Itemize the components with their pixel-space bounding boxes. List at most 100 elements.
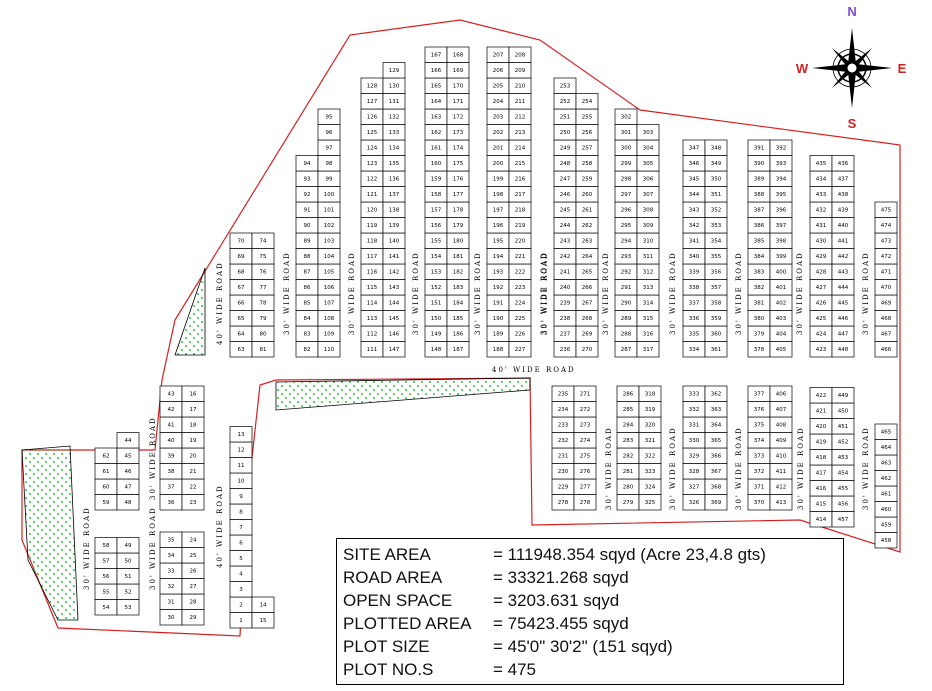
plot-number: 430: [816, 238, 827, 244]
plot-number: 378: [754, 347, 765, 353]
summary-row: PLOT NO.S= 475: [343, 658, 837, 681]
plot-number: 44: [125, 438, 132, 444]
plot-number: 448: [838, 347, 849, 353]
plot-number: 104: [324, 254, 335, 260]
plot-cell[interactable]: [446, 46, 470, 63]
plot-number: 168: [453, 52, 464, 58]
plot-cell[interactable]: [704, 385, 728, 402]
plot-number: 363: [711, 407, 722, 413]
plot-cell[interactable]: [874, 423, 898, 440]
plot-number: 125: [367, 130, 378, 136]
plot-number: 103: [324, 238, 335, 244]
plot-cell[interactable]: [874, 201, 898, 218]
plot-number: 310: [643, 238, 654, 244]
plot-cell[interactable]: [116, 432, 140, 449]
plot-number: 270: [582, 347, 593, 353]
plot-cell[interactable]: [553, 77, 577, 94]
plot-cell[interactable]: [317, 108, 341, 125]
plot-number: 227: [515, 347, 526, 353]
plot-number: 470: [881, 285, 892, 291]
plot-cell[interactable]: [636, 124, 660, 141]
plot-number: 468: [881, 316, 892, 322]
plot-number: 409: [776, 438, 787, 444]
plot-cell[interactable]: [251, 232, 275, 249]
plot-number: 175: [453, 161, 464, 167]
north-label: N: [847, 4, 856, 19]
plot-number: 368: [711, 484, 722, 490]
plot-number: 275: [580, 453, 591, 459]
summary-value: = 33321.268 sqyd: [493, 567, 629, 587]
plot-cell[interactable]: [769, 385, 793, 402]
plot-number: 238: [560, 316, 571, 322]
plot-number: 370: [754, 500, 765, 506]
plot-number: 290: [621, 300, 632, 306]
plot-number: 223: [515, 285, 526, 291]
plot-number: 153: [431, 269, 442, 275]
plot-number: 249: [560, 145, 571, 151]
plot-cell[interactable]: [116, 537, 140, 554]
plot-cell[interactable]: [769, 139, 793, 156]
plot-number: 427: [816, 285, 827, 291]
plot-cell[interactable]: [508, 46, 532, 63]
plot-number: 260: [582, 192, 593, 198]
plot-number: 162: [431, 130, 442, 136]
plot-number: 28: [190, 599, 197, 605]
plot-number: 284: [623, 422, 634, 428]
road-label-30: 30' WIDE ROAD: [541, 251, 549, 335]
plot-number: 299: [621, 161, 632, 167]
plot-cell[interactable]: [229, 426, 253, 443]
plot-cell[interactable]: [251, 596, 275, 613]
plot-cell[interactable]: [573, 385, 597, 402]
plot-number: 361: [711, 347, 722, 353]
plot-number: 464: [881, 445, 892, 451]
plot-number: 25: [190, 553, 197, 559]
plot-number: 225: [515, 316, 526, 322]
plot-number: 411: [776, 469, 787, 475]
plot-number: 351: [711, 192, 722, 198]
plot-number: 454: [838, 470, 849, 476]
plot-cell[interactable]: [614, 108, 638, 125]
plot-number: 29: [190, 615, 197, 621]
summary-value: = 75423.455 sqyd: [493, 613, 629, 633]
plot-number: 301: [621, 130, 632, 136]
plot-number: 254: [582, 99, 593, 105]
plot-number: 282: [623, 453, 634, 459]
plot-number: 372: [754, 469, 765, 475]
plot-cell[interactable]: [575, 93, 599, 110]
plot-number: 336: [689, 316, 700, 322]
plot-number: 196: [493, 223, 504, 229]
plot-cell[interactable]: [638, 385, 662, 402]
plot-number: 269: [582, 331, 593, 337]
plot-number: 289: [621, 316, 632, 322]
plot-number: 177: [453, 192, 464, 198]
plot-number: 143: [389, 285, 400, 291]
plot-number: 329: [689, 453, 700, 459]
plot-number: 89: [304, 238, 311, 244]
plot-number: 67: [238, 285, 245, 291]
plot-cell[interactable]: [382, 62, 406, 79]
plot-number: 244: [560, 223, 571, 229]
road-label-30: 30' WIDE ROAD: [735, 251, 743, 335]
plot-cell[interactable]: [831, 387, 855, 404]
plot-number: 314: [643, 300, 654, 306]
plot-number: 267: [582, 300, 593, 306]
plot-number: 219: [515, 223, 526, 229]
plot-number: 179: [453, 223, 464, 229]
plot-number: 192: [493, 285, 504, 291]
plot-number: 176: [453, 176, 464, 182]
plot-number: 5: [239, 556, 243, 562]
road-label-30: 30' WIDE ROAD: [669, 426, 677, 510]
plot-number: 346: [689, 161, 700, 167]
plot-number: 232: [558, 438, 569, 444]
plot-number: 366: [711, 453, 722, 459]
plot-cell[interactable]: [831, 155, 855, 172]
plot-number: 105: [324, 269, 335, 275]
plot-cell[interactable]: [181, 531, 205, 548]
plot-cell[interactable]: [704, 139, 728, 156]
plot-number: 296: [621, 207, 632, 213]
plot-cell[interactable]: [181, 385, 205, 402]
plot-number: 280: [623, 484, 634, 490]
plot-number: 332: [689, 407, 700, 413]
plot-block: 4144154164174184194204214224574564554544…: [809, 387, 855, 528]
